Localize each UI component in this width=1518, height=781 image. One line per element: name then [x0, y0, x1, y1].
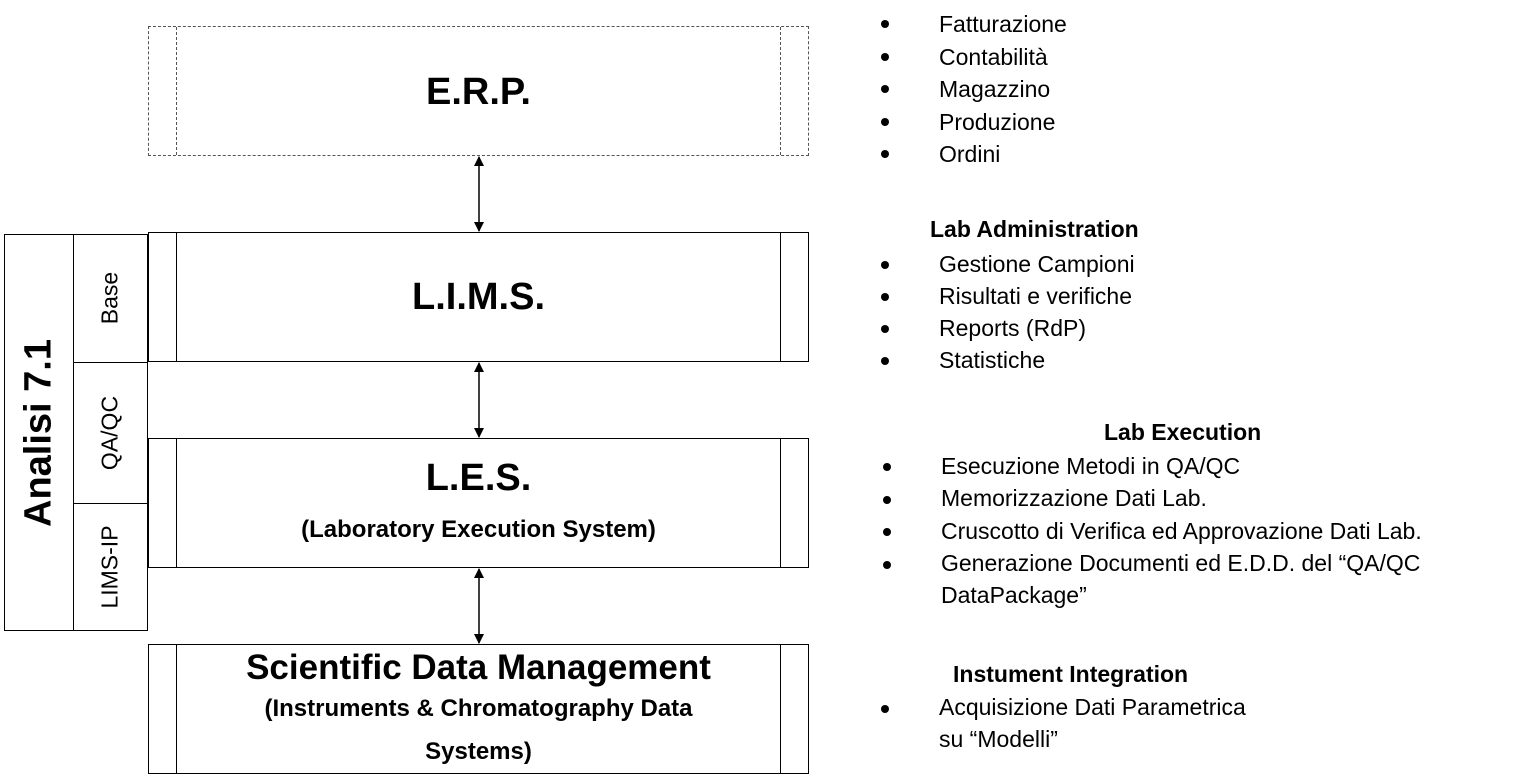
les-title: L.E.S.	[425, 457, 532, 499]
list-item: Contabilità	[939, 44, 1048, 70]
bullet-marker	[881, 357, 889, 365]
bullet-marker	[881, 150, 889, 158]
list-item-continuation: DataPackage”	[941, 582, 1087, 608]
list-item: Acquisizione Dati Parametrica	[939, 694, 1246, 720]
lims-box: L.I.M.S.	[148, 232, 809, 362]
bullet-marker	[881, 293, 889, 301]
list-item: Reports (RdP)	[939, 315, 1086, 341]
erp-box: E.R.P.	[148, 26, 809, 156]
bullet-marker	[883, 561, 891, 569]
list-item: Cruscotto di Verifica ed Approvazione Da…	[941, 518, 1422, 544]
list-item: Ordini	[939, 141, 1001, 167]
sdm-title: Scientific Data Management	[246, 648, 711, 687]
list-item: Statistiche	[939, 347, 1046, 373]
list-item: Fatturazione	[939, 11, 1067, 37]
sdm-box: Scientific Data Management (Instruments …	[148, 644, 809, 774]
bullet-marker	[881, 20, 889, 28]
sdm-subtitle-line1: (Instruments & Chromatography Data	[264, 695, 693, 722]
bullet-marker	[881, 261, 889, 269]
les-subtitle: (Laboratory Execution System)	[301, 516, 656, 543]
list-item: Risultati e verifiche	[939, 283, 1133, 309]
bullet-marker	[881, 118, 889, 126]
module-limsip-cell: LIMS-IP	[73, 503, 148, 631]
list-item-continuation: su “Modelli”	[939, 726, 1058, 752]
list-item: Produzione	[939, 109, 1056, 135]
list-item: Memorizzazione Dati Lab.	[941, 485, 1207, 511]
lab-administration-heading: Lab Administration	[930, 216, 1139, 242]
list-item: Gestione Campioni	[939, 251, 1135, 277]
list-item: Generazione Documenti ed E.D.D. del “QA/…	[941, 550, 1421, 576]
lab-execution-heading: Lab Execution	[1104, 419, 1262, 445]
bullet-marker	[883, 496, 891, 504]
bullet-marker	[881, 705, 889, 713]
bullet-marker	[881, 325, 889, 333]
bullet-marker	[881, 53, 889, 61]
instrument-integration-heading: Instument Integration	[953, 661, 1189, 687]
bullet-marker	[883, 528, 891, 536]
bullet-marker	[883, 463, 891, 471]
list-item: Esecuzione Metodi in QA/QC	[941, 453, 1241, 479]
les-box: L.E.S. (Laboratory Execution System)	[148, 438, 809, 568]
lims-title: L.I.M.S.	[412, 276, 545, 318]
list-item: Magazzino	[939, 76, 1051, 102]
sdm-subtitle-line2: Systems)	[425, 738, 532, 765]
erp-title: E.R.P.	[426, 71, 531, 113]
bullet-marker	[881, 85, 889, 93]
